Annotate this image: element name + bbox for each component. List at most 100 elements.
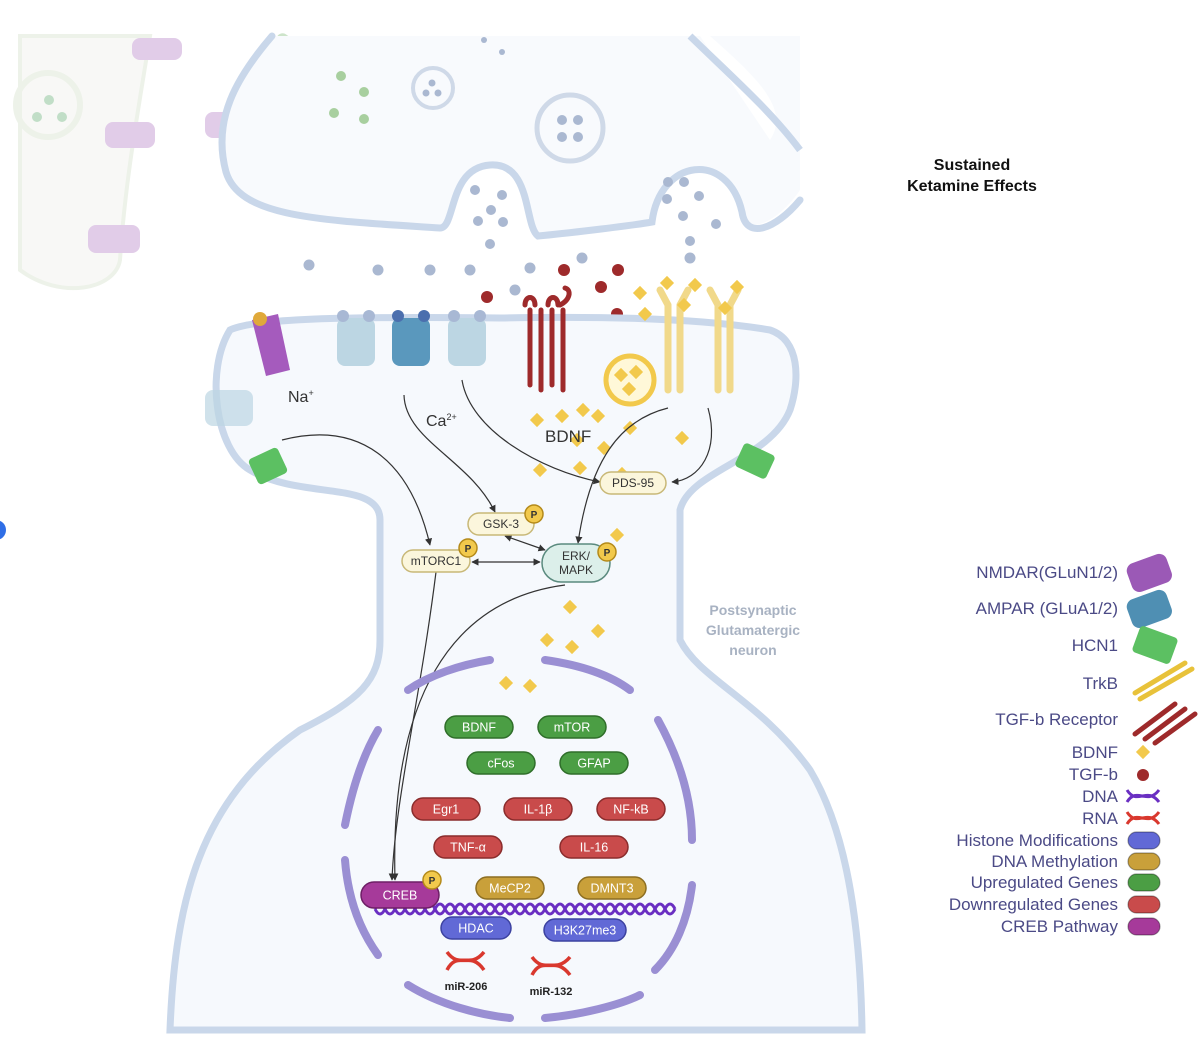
svg-text:TNF-α: TNF-α bbox=[450, 841, 486, 855]
downregulated-gene-0: Egr1 bbox=[411, 797, 481, 821]
bdnf-diamond-icon bbox=[609, 527, 625, 543]
svg-text:TrkB: TrkB bbox=[1083, 674, 1118, 693]
legend-item-tgfb-receptor: TGF-b Receptor bbox=[995, 701, 1198, 746]
neighbor-cell bbox=[13, 33, 312, 291]
bdnf-diamond-icon bbox=[554, 408, 570, 424]
bdnf-diamond-icon bbox=[575, 402, 591, 418]
svg-text:HCN1: HCN1 bbox=[1072, 636, 1118, 655]
synaptic-vesicle-small bbox=[411, 66, 455, 110]
upregulated-pill-icon bbox=[1127, 873, 1161, 892]
bdnf-diamond-icon bbox=[621, 381, 637, 397]
legend-item-histone-pill: Histone Modifications bbox=[956, 831, 1161, 850]
bdnf-diamond-icon bbox=[628, 364, 644, 380]
legend-item-nmdar: NMDAR(GLuN1/2) bbox=[976, 553, 1172, 592]
svg-text:Glutamatergic: Glutamatergic bbox=[706, 622, 800, 638]
calcium-ion-label: Ca2+ bbox=[426, 412, 457, 430]
legend-item-hcn1: HCN1 bbox=[1072, 626, 1178, 664]
edge-marker bbox=[0, 520, 6, 540]
svg-text:Downregulated Genes: Downregulated Genes bbox=[949, 895, 1118, 914]
svg-text:IL-1β: IL-1β bbox=[524, 803, 553, 817]
downregulated-pill-icon bbox=[1127, 895, 1161, 914]
legend-item-rna: RNA bbox=[1082, 809, 1161, 828]
svg-text:Ketamine Effects: Ketamine Effects bbox=[907, 178, 1037, 195]
svg-text:Histone Modifications: Histone Modifications bbox=[956, 831, 1118, 850]
bdnf-diamond-icon bbox=[1135, 744, 1151, 760]
svg-text:BDNF: BDNF bbox=[462, 721, 496, 735]
dna-strand-icon bbox=[373, 902, 677, 916]
bdnf-diamond-icon bbox=[674, 430, 690, 446]
svg-text:DNA: DNA bbox=[1082, 787, 1119, 806]
tgfb-receptor-icon bbox=[1132, 701, 1198, 746]
rna-icon bbox=[1125, 810, 1161, 826]
bdnf-label: BDNF bbox=[545, 427, 591, 446]
gsk3-node: GSK-3 P bbox=[467, 504, 544, 536]
postsynaptic-neuron-label: Postsynaptic Glutamatergic neuron bbox=[706, 602, 800, 658]
downregulated-gene-2: NF-kB bbox=[596, 797, 666, 821]
dmnt3-node: DMNT3 bbox=[577, 876, 647, 900]
svg-text:P: P bbox=[604, 548, 611, 559]
svg-text:P: P bbox=[465, 544, 472, 555]
creb-pill-icon bbox=[1127, 917, 1161, 936]
postsynaptic-neuron bbox=[166, 313, 866, 1034]
hcn1-icon bbox=[1132, 626, 1178, 664]
legend-item-upregulated-pill: Upregulated Genes bbox=[971, 873, 1161, 892]
svg-text:DNA Methylation: DNA Methylation bbox=[991, 852, 1118, 871]
svg-text:AMPAR (GLuA1/2): AMPAR (GLuA1/2) bbox=[976, 599, 1118, 618]
bdnf-diamond-icon bbox=[659, 275, 675, 291]
glutamate-particles bbox=[303, 252, 696, 296]
bdnf-diamond-icon bbox=[532, 462, 548, 478]
nmdar-receptor-icon bbox=[252, 312, 290, 376]
trkb-receptor-icon bbox=[656, 286, 742, 394]
hcn1-channel-icon bbox=[248, 443, 775, 485]
legend-item-creb-pill: CREB Pathway bbox=[1001, 917, 1161, 936]
bdnf-diamond-icon bbox=[529, 412, 545, 428]
bdnf-diamond-icon bbox=[676, 297, 692, 313]
rna-icon bbox=[445, 950, 486, 972]
svg-text:DMNT3: DMNT3 bbox=[590, 882, 633, 896]
mecp2-node: MeCP2 bbox=[475, 876, 545, 900]
svg-text:NF-kB: NF-kB bbox=[613, 803, 648, 817]
bdnf-diamond-icon bbox=[564, 639, 580, 655]
bdnf-diamond-icon bbox=[687, 277, 703, 293]
bdnf-particles bbox=[498, 275, 745, 694]
bdnf-diamond-icon bbox=[572, 460, 588, 476]
svg-text:miR-206: miR-206 bbox=[445, 981, 488, 993]
svg-text:GFAP: GFAP bbox=[577, 757, 610, 771]
downregulated-gene-1: IL-1β bbox=[503, 797, 573, 821]
downregulated-gene-4: IL-16 bbox=[559, 835, 629, 859]
svg-text:Postsynaptic: Postsynaptic bbox=[709, 602, 796, 618]
svg-text:CREB: CREB bbox=[383, 889, 418, 903]
presynaptic-terminal bbox=[218, 32, 804, 249]
erk-mapk-node: ERK/ MAPK P bbox=[541, 542, 617, 583]
legend-item-ampar: AMPAR (GLuA1/2) bbox=[976, 589, 1172, 628]
svg-text:mTOR: mTOR bbox=[554, 721, 591, 735]
h3k27me3-node: H3K27me3 bbox=[543, 918, 627, 942]
svg-text:mTORC1: mTORC1 bbox=[411, 554, 462, 568]
svg-text:neuron: neuron bbox=[729, 642, 776, 658]
svg-text:MAPK: MAPK bbox=[559, 563, 593, 577]
legend-item-trkb: TrkB bbox=[1083, 660, 1195, 702]
svg-text:P: P bbox=[531, 510, 538, 521]
svg-text:GSK-3: GSK-3 bbox=[483, 517, 519, 531]
svg-text:BDNF: BDNF bbox=[1072, 743, 1118, 762]
legend-item-dna: DNA bbox=[1082, 787, 1161, 806]
legend-item-bdnf-diamond: BDNF bbox=[1072, 743, 1151, 762]
diagram-title: Sustained Ketamine Effects bbox=[907, 157, 1037, 195]
tgfb-dot-icon bbox=[1137, 769, 1149, 781]
hdac-node: HDAC bbox=[440, 916, 512, 940]
nuclear-envelope bbox=[341, 656, 696, 1022]
svg-text:CREB Pathway: CREB Pathway bbox=[1001, 917, 1119, 936]
svg-text:HDAC: HDAC bbox=[458, 922, 493, 936]
legend-item-downregulated-pill: Downregulated Genes bbox=[949, 895, 1161, 914]
bdnf-diamond-icon bbox=[562, 599, 578, 615]
pds95-node: PDS-95 bbox=[599, 471, 667, 495]
dna-icon bbox=[1125, 788, 1161, 804]
bdnf-diamond-icon bbox=[569, 432, 585, 448]
trkb-icon bbox=[1132, 660, 1195, 702]
svg-text:Sustained: Sustained bbox=[934, 157, 1010, 174]
